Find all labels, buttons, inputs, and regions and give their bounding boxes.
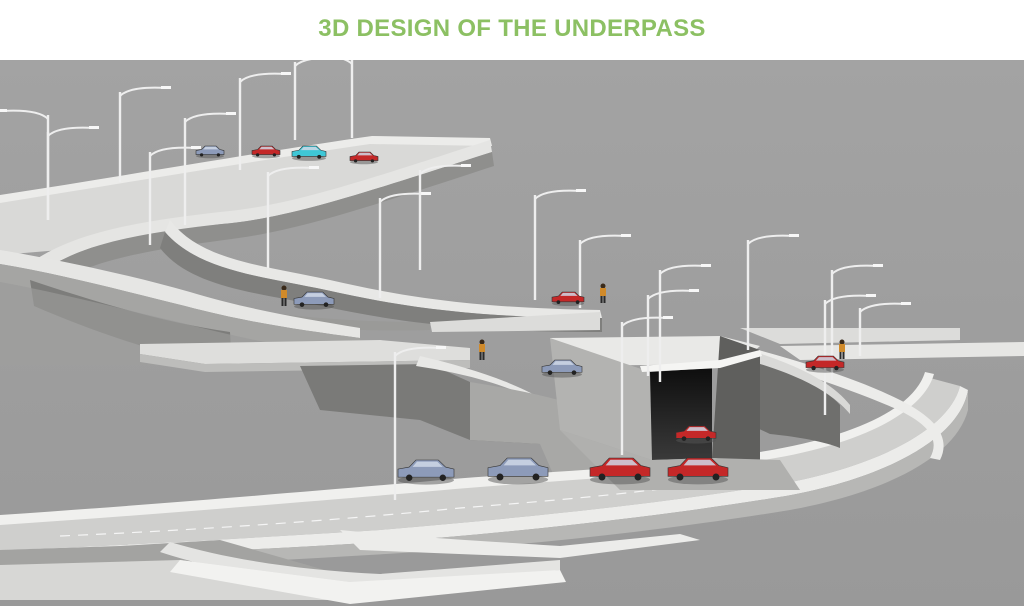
street-lamp	[343, 60, 354, 138]
street-lamp	[858, 302, 911, 356]
street-lamp	[293, 60, 312, 140]
street-lamp	[183, 112, 236, 225]
pedestrian	[281, 285, 287, 306]
front-road	[0, 372, 968, 604]
car	[675, 425, 717, 444]
street-lamp	[746, 234, 799, 350]
street-lamp	[620, 316, 673, 455]
title-bar: 3D DESIGN OF THE UNDERPASS	[0, 0, 1024, 60]
pedestrian	[479, 339, 485, 360]
slide-title: 3D DESIGN OF THE UNDERPASS	[318, 15, 706, 42]
car	[541, 359, 583, 378]
car	[251, 145, 281, 159]
car	[805, 355, 845, 373]
street-lamp	[46, 126, 99, 220]
car	[349, 151, 379, 165]
underpass-render-image	[0, 60, 1024, 606]
car	[397, 459, 455, 485]
street-lamp	[238, 72, 291, 170]
pedestrian	[839, 339, 845, 359]
car	[195, 145, 225, 159]
underpass-3d-illustration	[0, 60, 1024, 606]
street-lamps	[0, 60, 911, 500]
street-lamp	[148, 146, 201, 245]
street-lamp	[266, 166, 319, 268]
street-lamp	[658, 264, 711, 382]
street-lamp	[533, 189, 586, 300]
street-lamp	[646, 289, 699, 376]
car	[667, 457, 729, 485]
car	[551, 291, 585, 307]
car	[487, 457, 549, 485]
street-lamp	[118, 86, 171, 182]
car	[293, 291, 335, 310]
street-lamp	[418, 164, 471, 270]
car	[589, 457, 651, 485]
street-lamp	[393, 346, 446, 500]
car	[291, 145, 327, 161]
pedestrians	[281, 283, 845, 360]
vehicles	[195, 145, 845, 485]
pedestrian	[600, 283, 606, 303]
